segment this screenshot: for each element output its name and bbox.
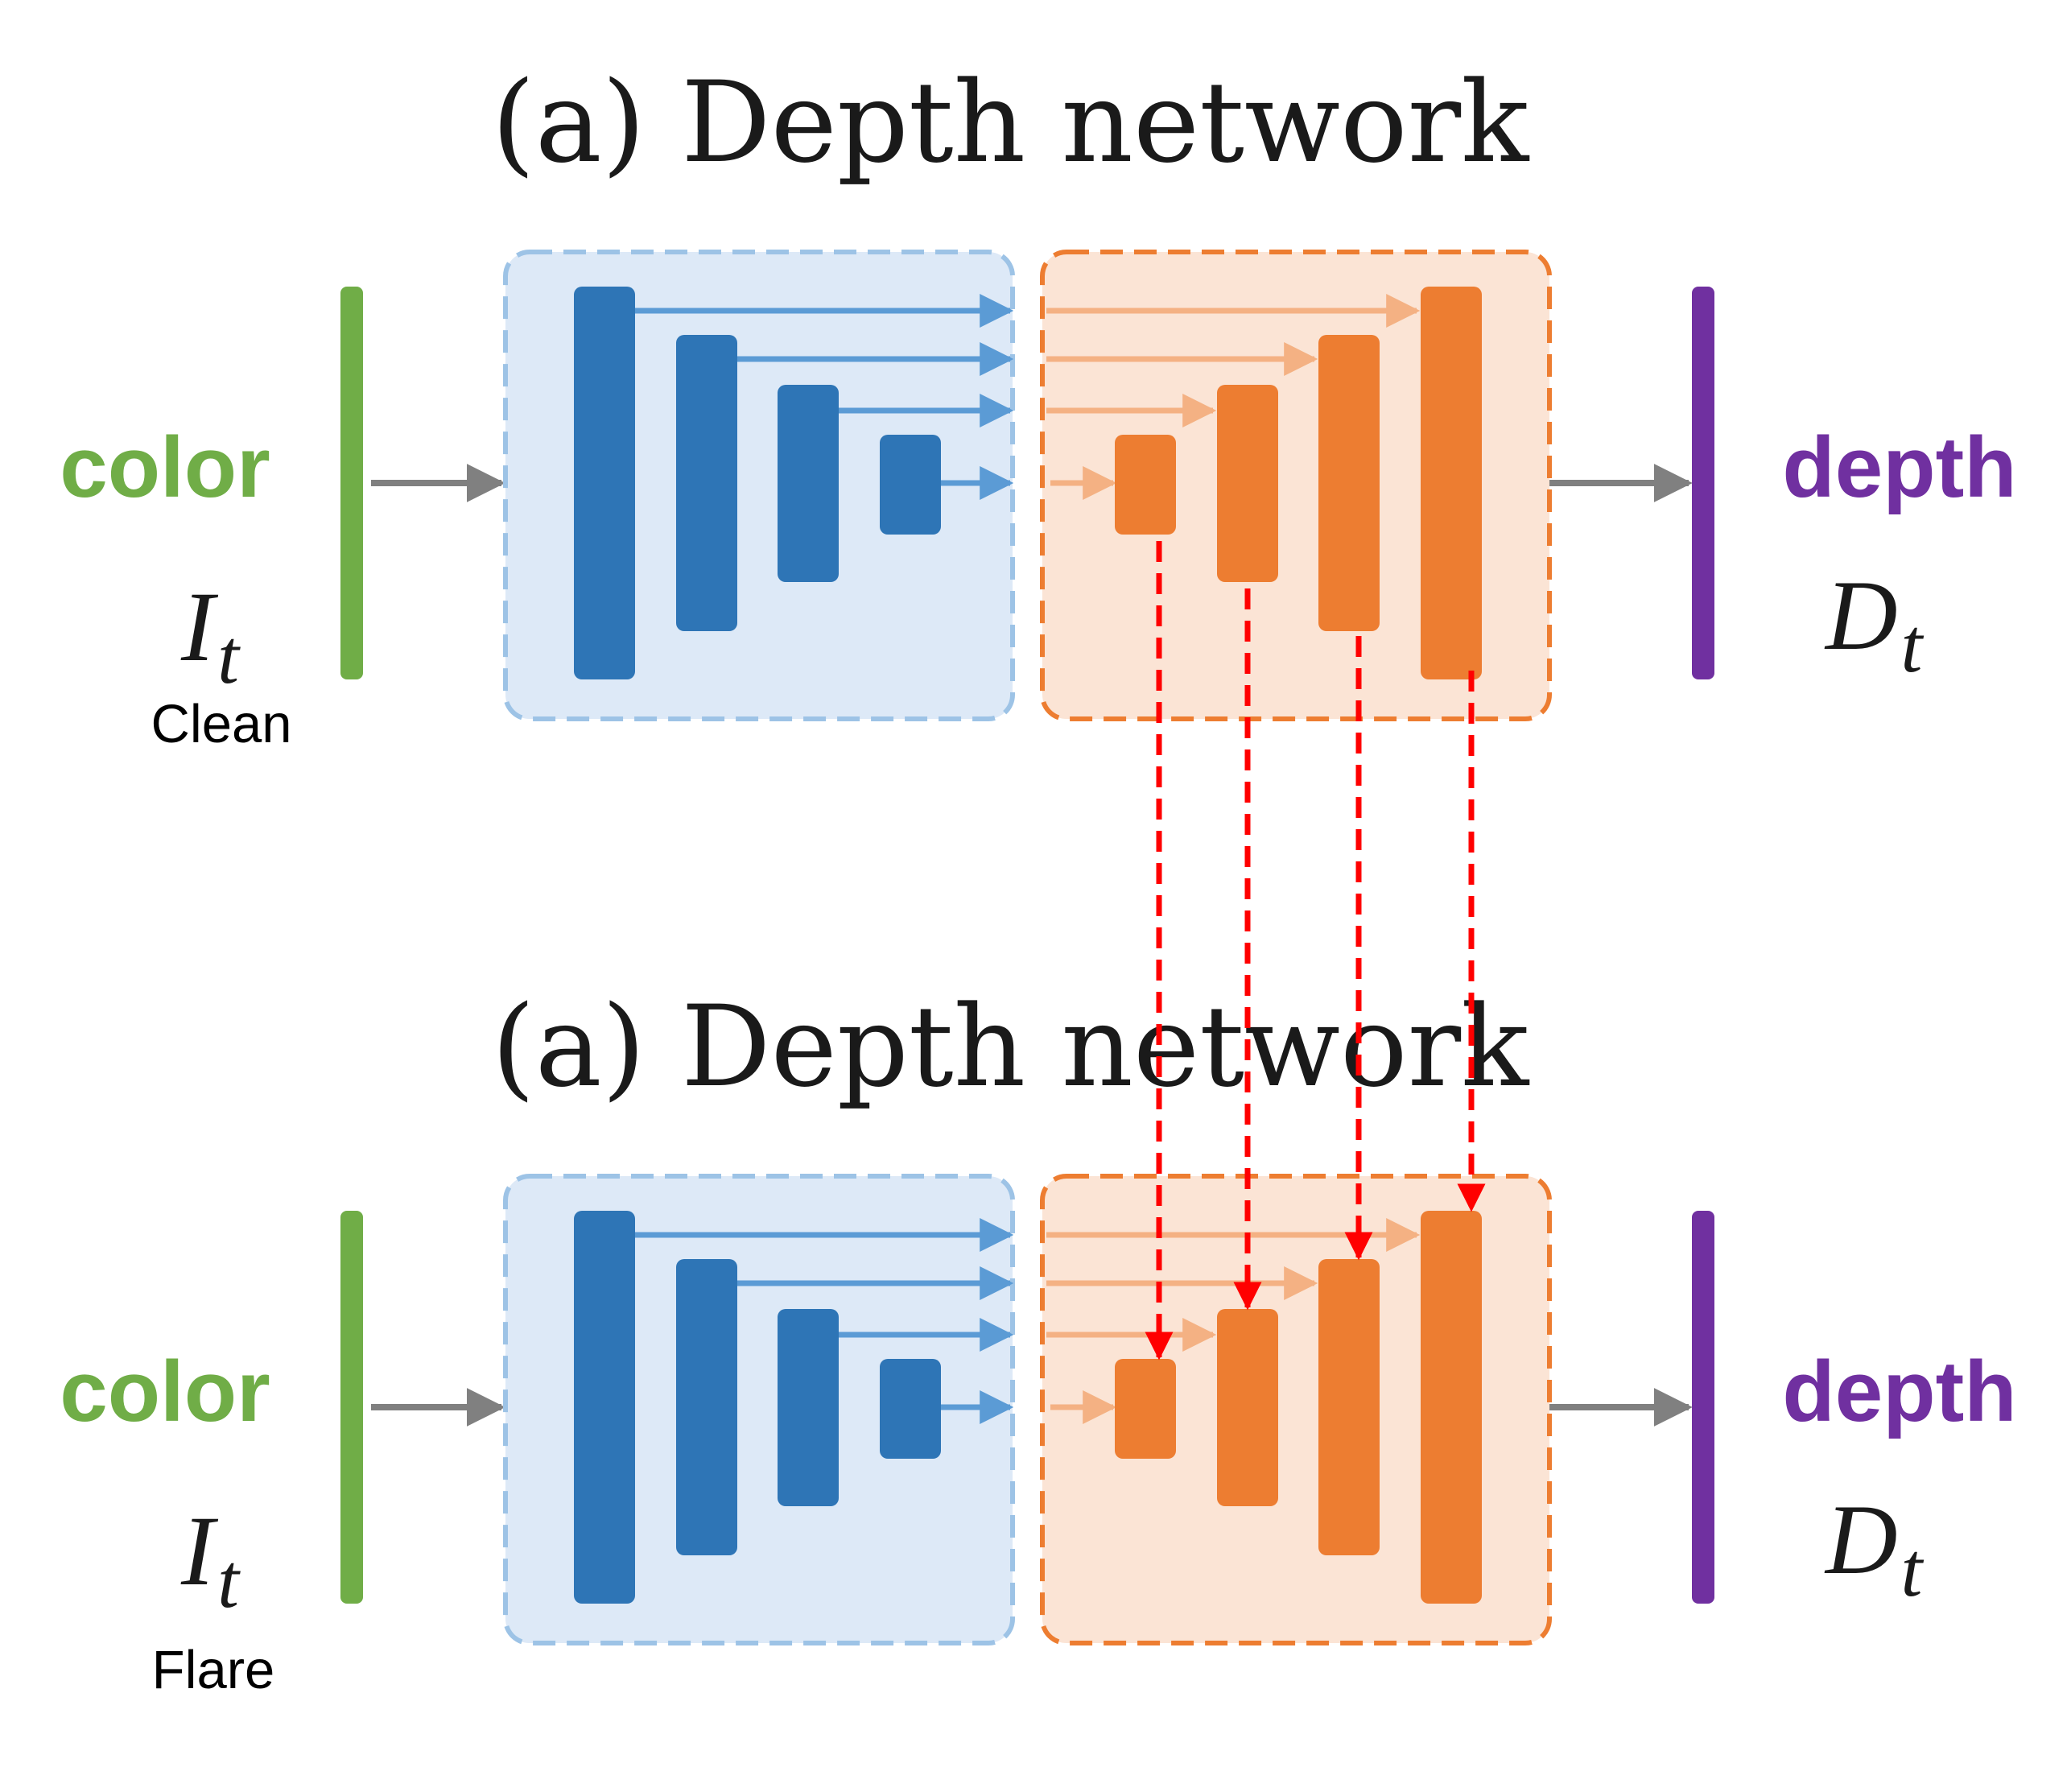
encoder-block-4	[880, 435, 941, 535]
decoder-block-3	[1318, 335, 1380, 631]
encoder-block-2	[676, 335, 737, 631]
decoder-block-1	[1115, 1359, 1176, 1459]
input-caption: Flare	[152, 1640, 275, 1700]
input-bar	[340, 1211, 363, 1604]
decoder-block-4	[1421, 287, 1482, 679]
input-symbol: It	[180, 572, 241, 700]
output-bar	[1692, 287, 1714, 679]
decoder-block-2	[1217, 1309, 1278, 1506]
panel-clean: (a) Depth network color It Clean depth D…	[60, 57, 2016, 754]
decoder-block-4	[1421, 1211, 1482, 1604]
input-symbol: It	[180, 1496, 241, 1624]
encoder-block-3	[778, 385, 839, 582]
output-label: depth	[1782, 1343, 2016, 1439]
input-label: color	[60, 419, 270, 515]
encoder-block-1	[574, 1211, 635, 1604]
output-symbol: Dt	[1824, 1484, 1925, 1612]
encoder-block-3	[778, 1309, 839, 1506]
decoder-block-3	[1318, 1259, 1380, 1555]
decoder-block-1	[1115, 435, 1176, 535]
encoder-block-4	[880, 1359, 941, 1459]
panel-flare: (a) Depth network color It Flare depth D…	[60, 981, 2016, 1700]
input-label: color	[60, 1343, 270, 1439]
encoder-block-2	[676, 1259, 737, 1555]
panel-title: (a) Depth network	[492, 981, 1531, 1112]
distillation-links	[1145, 541, 1486, 1361]
output-label: depth	[1782, 419, 2016, 515]
decoder-block-2	[1217, 385, 1278, 582]
output-symbol: Dt	[1824, 560, 1925, 688]
panel-title: (a) Depth network	[492, 57, 1531, 188]
encoder-block-1	[574, 287, 635, 679]
input-bar	[340, 287, 363, 679]
output-bar	[1692, 1211, 1714, 1604]
input-caption: Clean	[151, 694, 291, 754]
